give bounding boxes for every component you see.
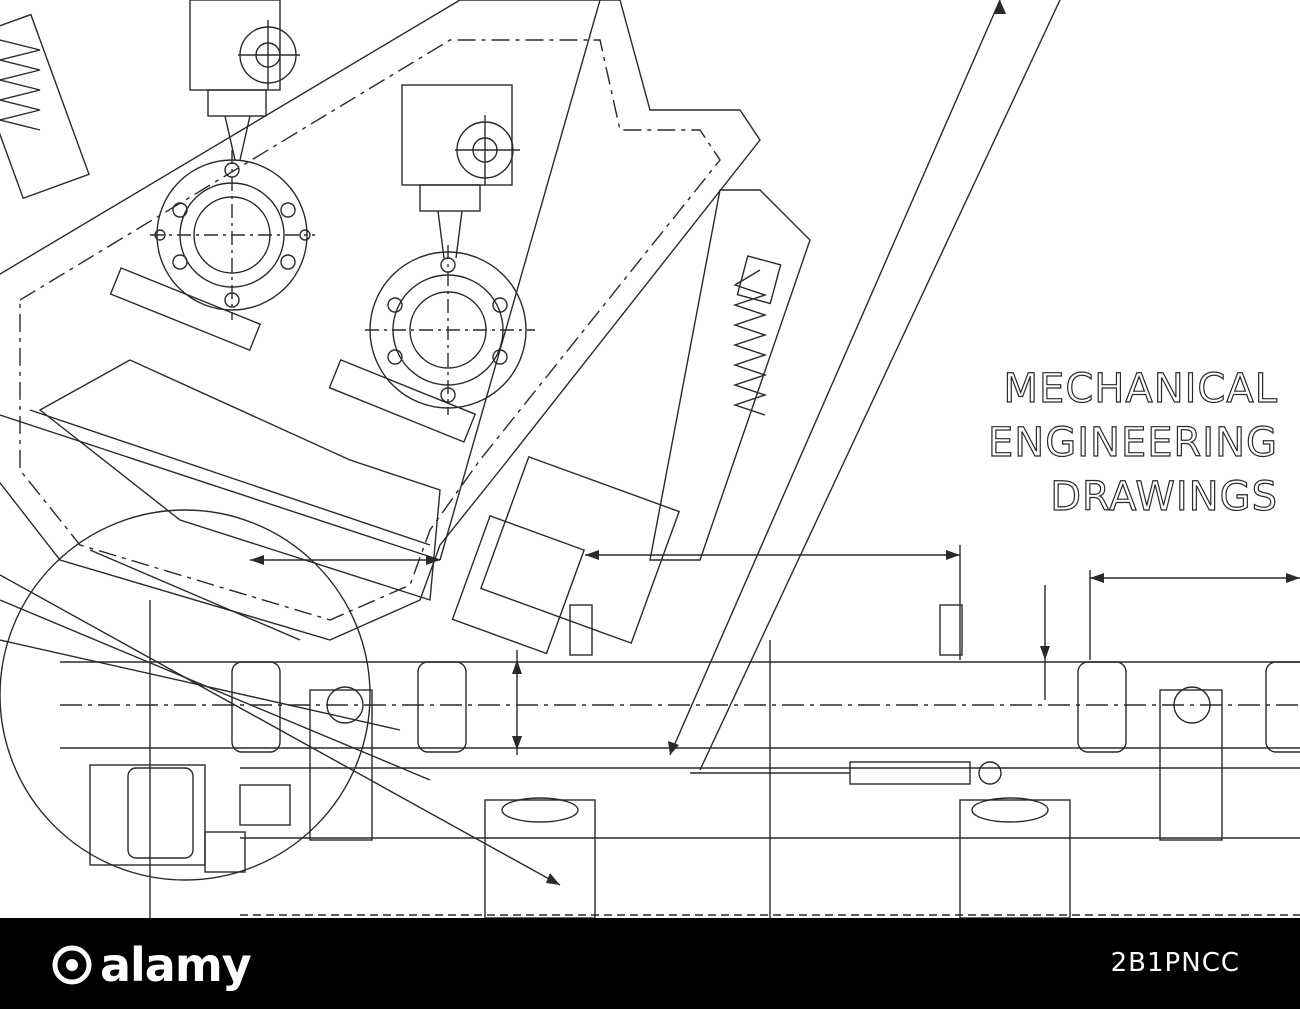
spring-left bbox=[0, 13, 90, 200]
valve-right bbox=[109, 84, 535, 443]
valve-left bbox=[150, 0, 315, 320]
alamy-logo: alamy bbox=[52, 938, 252, 992]
title-line-1: MECHANICAL bbox=[1003, 365, 1278, 412]
title-line-2: ENGINEERING bbox=[987, 419, 1278, 466]
alamy-logo-icon bbox=[52, 945, 92, 985]
title-line-3: DRAWINGS bbox=[1050, 473, 1278, 520]
detail-circle bbox=[0, 509, 371, 881]
arrow-heads bbox=[250, 0, 1300, 885]
engineering-drawing bbox=[0, 0, 1300, 918]
tilted-housing bbox=[0, 0, 761, 641]
watermark-footer: alamy 2B1PNCC bbox=[0, 918, 1300, 1009]
alamy-logo-text: alamy bbox=[100, 938, 252, 992]
diagonal-dimension bbox=[439, 0, 1061, 771]
dimension-lines bbox=[0, 545, 1300, 918]
frame-rail bbox=[60, 604, 1300, 918]
stock-image-id: 2B1PNCC bbox=[1110, 948, 1240, 978]
shock-absorber bbox=[451, 189, 811, 655]
title-block: MECHANICAL ENGINEERING DRAWINGS bbox=[987, 362, 1278, 524]
